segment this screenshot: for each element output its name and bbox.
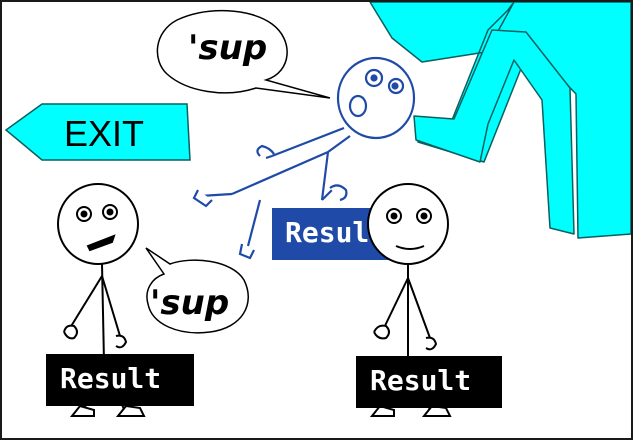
- sign-right-text: Result: [370, 364, 471, 397]
- speech-text-lifted: 'sup: [188, 28, 267, 68]
- speech-bubble-left: 'sup: [145, 247, 249, 334]
- exit-sign: EXIT: [4, 103, 191, 161]
- stick-figure-lifted: [192, 56, 416, 260]
- speech-bubble-lifted: 'sup: [156, 9, 331, 99]
- sign-left-text: Result: [60, 362, 161, 395]
- stick-figure-left: [57, 183, 146, 417]
- speech-text-left: 'sup: [150, 283, 229, 323]
- sign-left: Result: [46, 354, 194, 406]
- exit-label: EXIT: [64, 113, 144, 154]
- sign-right: Result: [356, 356, 502, 408]
- claw-hand: [413, 29, 575, 235]
- stick-figure-right: [367, 183, 452, 417]
